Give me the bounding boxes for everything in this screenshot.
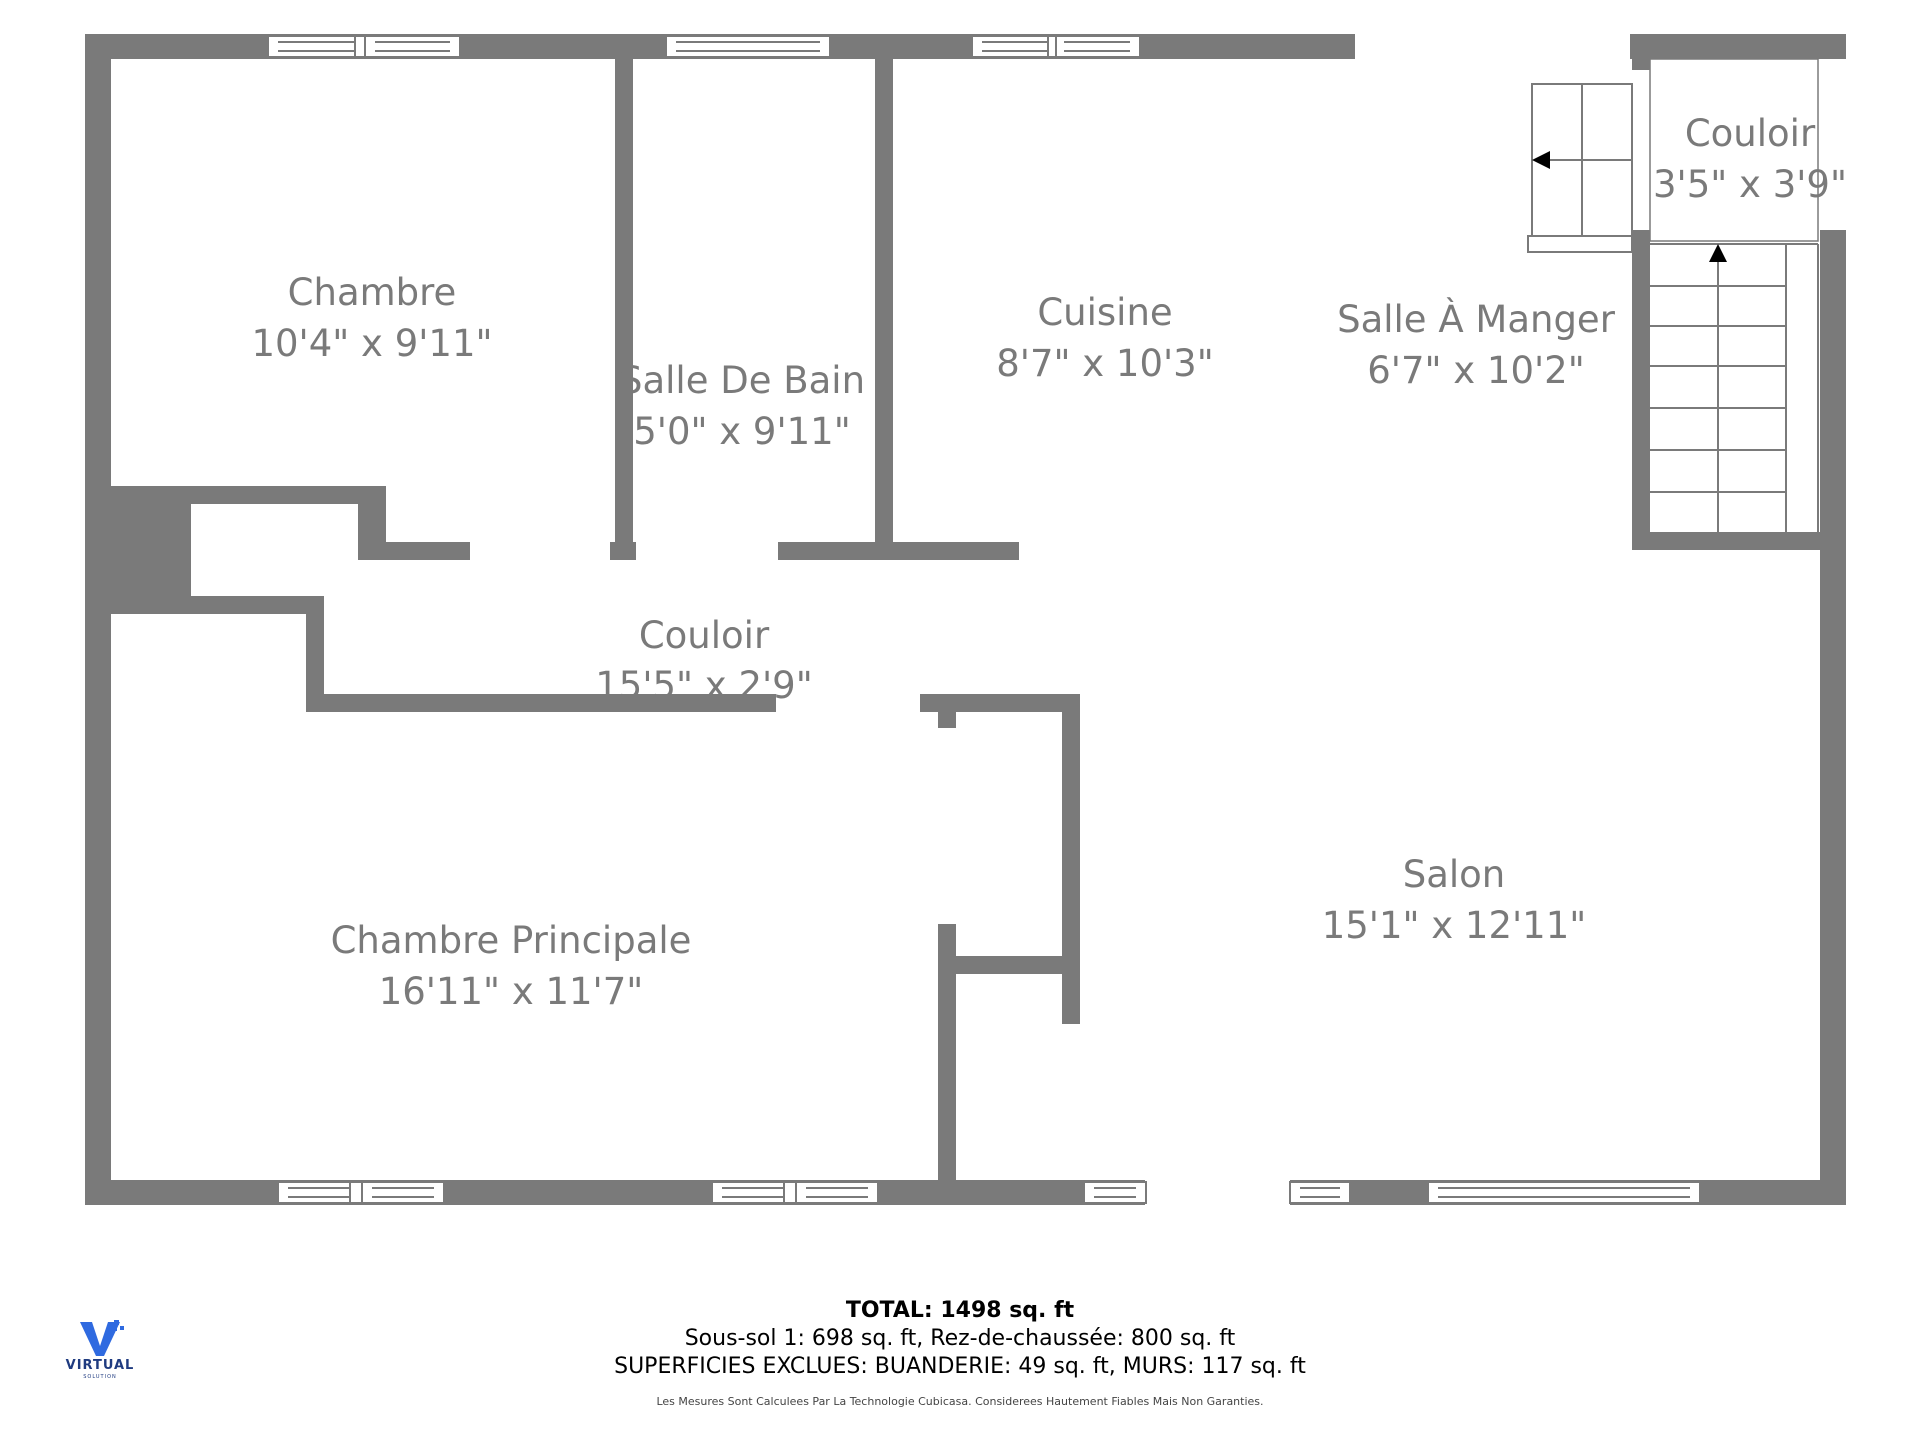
- room-name-couloir: Couloir: [639, 614, 770, 657]
- room-dims-cuisine: 8'7" x 10'3": [996, 342, 1214, 385]
- wall-right: [1820, 230, 1846, 1205]
- room-name-couloir-haut: Couloir: [1685, 112, 1816, 155]
- stair-landing: [1527, 235, 1633, 253]
- room-name-salle-a-manger: Salle À Manger: [1337, 297, 1616, 341]
- room-labels: Chambre 10'4" x 9'11" Salle De Bain 5'0"…: [251, 112, 1847, 1013]
- window-salon-bottom-left: [1083, 1181, 1147, 1204]
- window-salon-bottom-right: [1427, 1181, 1701, 1204]
- room-name-salon: Salon: [1403, 853, 1506, 896]
- room-name-cuisine: Cuisine: [1037, 291, 1172, 334]
- room-name-salle-de-bain: Salle De Bain: [619, 359, 865, 402]
- wall-closet-small-top: [191, 486, 386, 504]
- window-bain-top: [665, 35, 831, 58]
- room-dims-couloir-haut: 3'5" x 3'9": [1653, 163, 1847, 206]
- arrow-up-icon: [1709, 244, 1727, 262]
- upper-hall: [1649, 58, 1846, 242]
- room-dims-chambre-principale: 16'11" x 11'7": [379, 970, 644, 1013]
- wall-stair-left: [1632, 230, 1650, 550]
- excluded-areas: SUPERFICIES EXCLUES: BUANDERIE: 49 sq. f…: [614, 1354, 1306, 1379]
- openings: [191, 34, 1630, 1205]
- arrow-left-icon: [1532, 151, 1550, 169]
- room-name-chambre: Chambre: [288, 271, 457, 314]
- room-name-chambre-principale: Chambre Principale: [331, 919, 692, 962]
- room-dims-chambre: 10'4" x 9'11": [251, 322, 492, 365]
- door-entrance: [1145, 1180, 1290, 1205]
- wall-left: [85, 34, 111, 1205]
- wall-chambre-bain: [615, 59, 633, 559]
- room-dims-salle-de-bain: 5'0" x 9'11": [633, 410, 851, 453]
- door-bain-hall: [636, 542, 778, 560]
- area-summary: TOTAL: 1498 sq. ft Sous-sol 1: 698 sq. f…: [0, 1297, 1920, 1408]
- virtual-v-logo-icon: [80, 1320, 124, 1356]
- logo-subword: SOLUTION: [83, 1374, 117, 1380]
- disclaimer: Les Mesures Sont Calculees Par La Techno…: [656, 1395, 1264, 1408]
- company-logo: VIRTUAL SOLUTION: [58, 1318, 142, 1384]
- wall-stair-bottom: [1632, 532, 1846, 550]
- wall-right-top: [1820, 34, 1846, 62]
- room-dims-salle-a-manger: 6'7" x 10'2": [1367, 349, 1585, 392]
- wall-closet-mid: [938, 956, 1080, 974]
- total-area: TOTAL: 1498 sq. ft: [845, 1298, 1075, 1323]
- wall-chimney: [111, 486, 191, 614]
- wall-bain-cuisine: [875, 59, 893, 559]
- stairs: [1527, 83, 1819, 532]
- wall-top-right: [1630, 34, 1846, 59]
- room-dims-salon: 15'1" x 12'11": [1322, 904, 1587, 947]
- door-master-hall: [776, 694, 920, 712]
- closet-small-interior: [191, 504, 358, 596]
- logo-word: VIRTUAL: [65, 1358, 135, 1373]
- wall-hall2-left: [1632, 34, 1650, 70]
- opening-top-dining: [1355, 34, 1630, 59]
- window-salon-bottom-mid: [1289, 1181, 1351, 1204]
- room-dims-couloir: 15'5" x 2'9": [595, 664, 813, 707]
- door-closet2-salon: [1062, 1024, 1080, 1170]
- door-chambre-hall: [470, 542, 610, 560]
- windows: [267, 35, 1701, 1204]
- level-areas: Sous-sol 1: 698 sq. ft, Rez-de-chaussée:…: [684, 1326, 1236, 1351]
- stair-arrows: [1532, 151, 1727, 262]
- wall-closet-right: [1062, 694, 1080, 1024]
- door-closet-master: [938, 728, 956, 924]
